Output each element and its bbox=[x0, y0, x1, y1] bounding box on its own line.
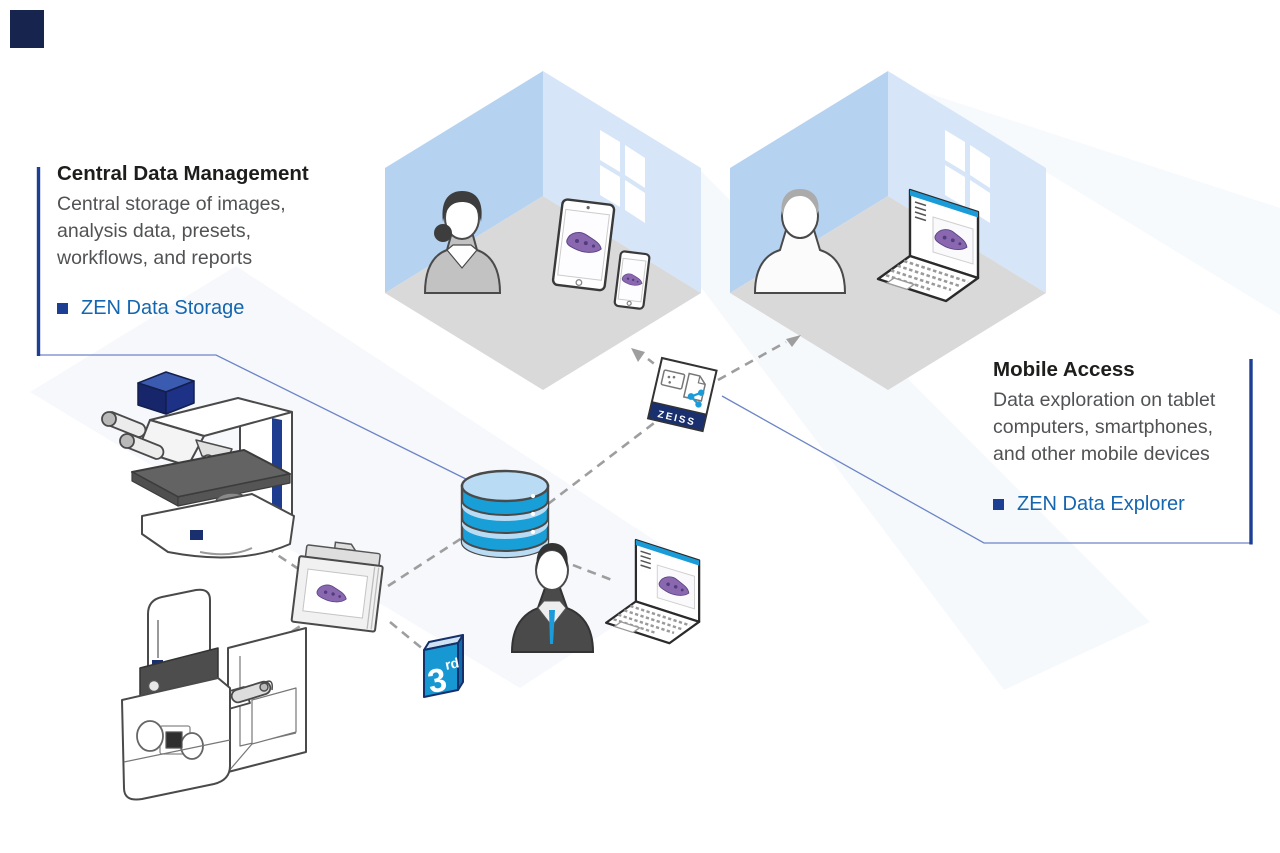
mobile-line-3: and other mobile devices bbox=[993, 443, 1210, 465]
central-data-management-block: Central Data Management Central storage … bbox=[57, 162, 377, 320]
electron-microscope-icon bbox=[121, 588, 307, 801]
zen-data-explorer-label: ZEN Data Explorer bbox=[1017, 493, 1185, 515]
central-line-3: workflows, and reports bbox=[57, 247, 253, 269]
zeiss-logo-square bbox=[10, 10, 44, 48]
female-user-bust bbox=[423, 191, 502, 294]
link-folder-thirdparty bbox=[389, 620, 425, 652]
central-line-2: analysis data, presets, bbox=[57, 220, 252, 242]
zen-share-card-icon: ZEISS bbox=[646, 356, 718, 433]
room-right-wall bbox=[888, 71, 1046, 293]
smartphone-icon bbox=[613, 250, 651, 310]
third-party-suffix: rd bbox=[444, 654, 461, 672]
mobile-line-1: Data exploration on tablet bbox=[993, 389, 1216, 411]
mobile-bullet-row: ZEN Data Explorer bbox=[993, 493, 1268, 516]
arrowhead-left-room bbox=[631, 348, 645, 362]
tablet-icon bbox=[551, 198, 616, 292]
bullet-square-icon bbox=[57, 303, 68, 314]
room-left bbox=[385, 71, 701, 390]
slide-folder-icon bbox=[290, 541, 384, 633]
mobile-access-block: Mobile Access Data exploration on tablet… bbox=[993, 358, 1268, 516]
central-title: Central Data Management bbox=[57, 162, 309, 185]
link-database-zencard bbox=[547, 418, 659, 506]
central-bullet-row: ZEN Data Storage bbox=[57, 297, 377, 320]
mobile-title: Mobile Access bbox=[993, 358, 1135, 381]
room-left-wall bbox=[385, 71, 543, 293]
central-line-1: Central storage of images, bbox=[57, 193, 286, 215]
business-user-bust bbox=[510, 543, 595, 653]
room-right-wall bbox=[543, 71, 701, 293]
third-party-box-icon: 3 rd bbox=[423, 634, 464, 700]
central-callout-bracket bbox=[36, 167, 473, 483]
link-zencard-room-right bbox=[717, 340, 787, 382]
zen-data-storage-label: ZEN Data Storage bbox=[81, 297, 245, 319]
share-icon bbox=[687, 389, 705, 408]
light-microscope-icon bbox=[101, 371, 295, 559]
arrowhead-right-room bbox=[786, 335, 801, 347]
window-icon bbox=[945, 130, 990, 223]
mobile-line-2: computers, smartphones, bbox=[993, 416, 1214, 438]
male-user-bust bbox=[753, 189, 847, 294]
window-icon bbox=[600, 130, 645, 223]
link-database-laptop bbox=[543, 552, 613, 582]
bullet-square-icon bbox=[993, 499, 1004, 510]
room-left-wall bbox=[730, 71, 888, 293]
mobile-callout-bracket bbox=[721, 359, 1253, 545]
database-icon bbox=[460, 469, 550, 559]
